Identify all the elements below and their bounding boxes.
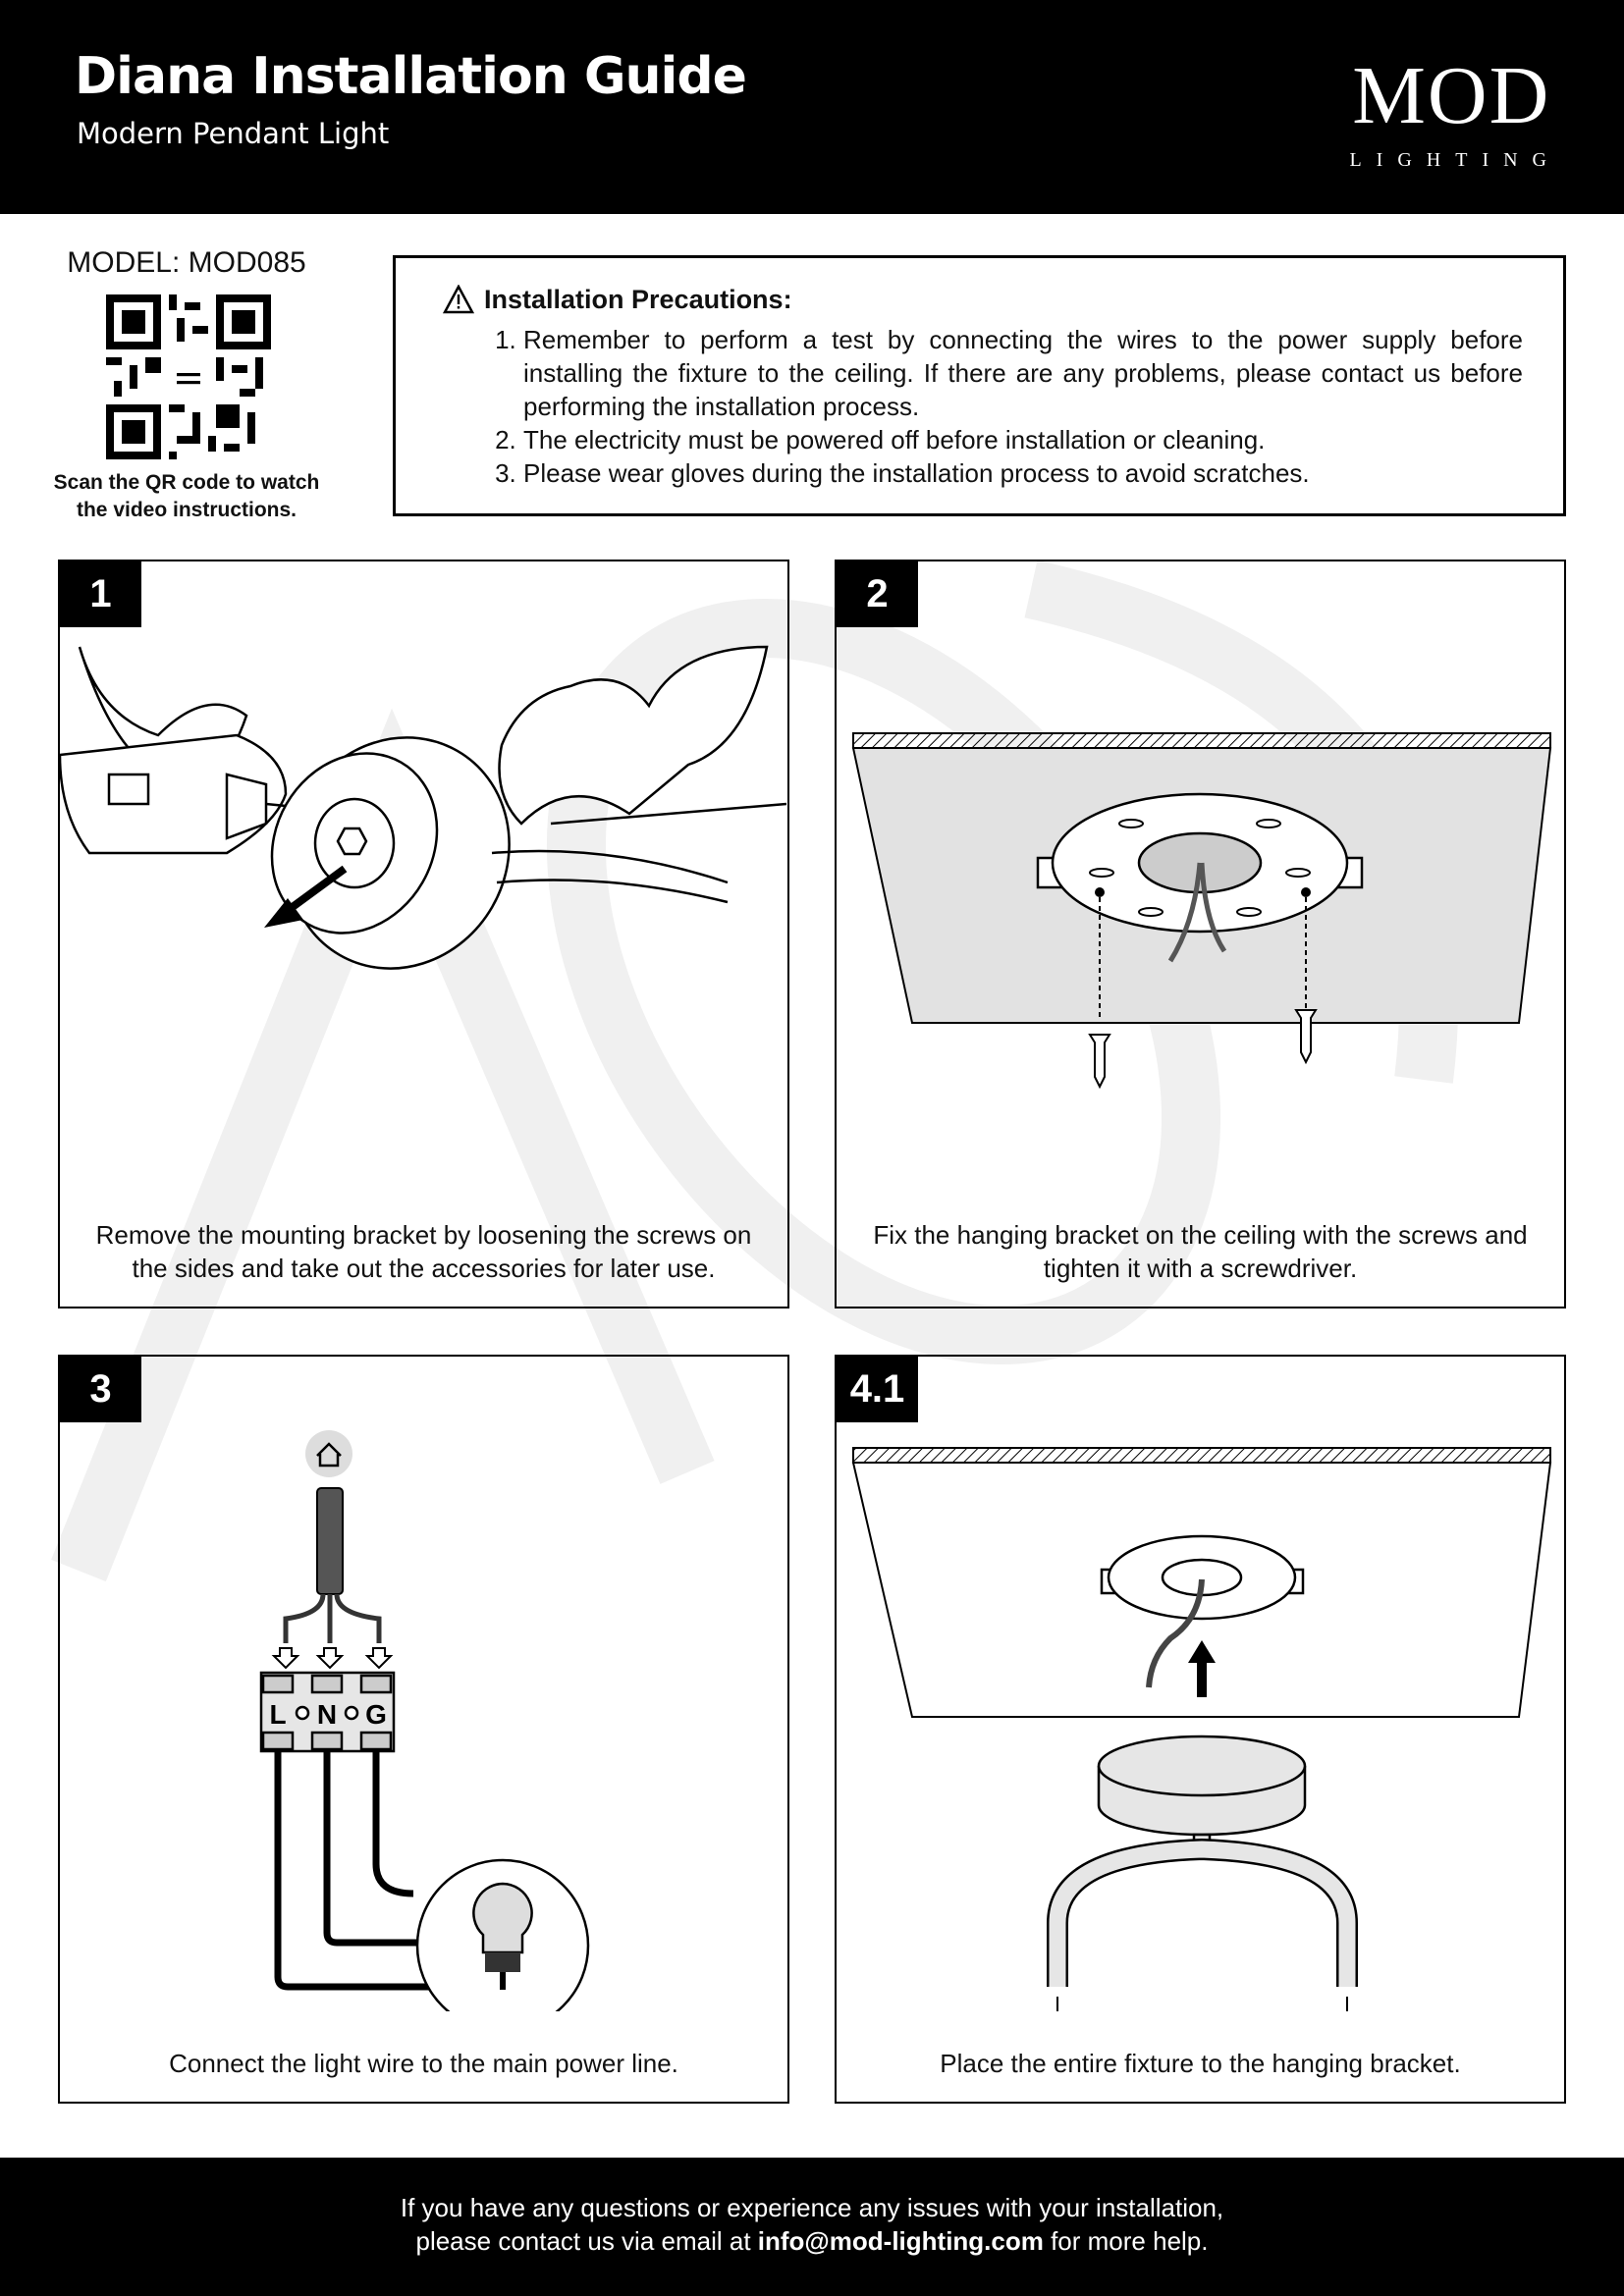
page-subtitle: Modern Pendant Light [77, 117, 390, 150]
page-title: Diana Installation Guide [75, 47, 747, 106]
step-number: 2 [837, 561, 918, 627]
light-bulb-icon [472, 1882, 533, 1990]
footer: If you have any questions or experience … [0, 2158, 1624, 2296]
warning-triangle-icon [443, 285, 474, 314]
precautions-heading: Installation Precautions: [443, 282, 792, 317]
terminal-label: G [365, 1699, 387, 1730]
model-number: MODEL: MOD085 [67, 246, 306, 279]
screw-icon [1088, 1009, 1318, 1090]
step-4-1-panel: 4.1 Place the entire fixture to the hang… [835, 1355, 1566, 2104]
precaution-item: Remember to perform a test by connecting… [523, 323, 1523, 423]
footer-text: please contact us via email at [415, 2226, 758, 2256]
arrow-up-icon [1188, 1640, 1216, 1697]
step-caption: Connect the light wire to the main power… [169, 2049, 678, 2078]
logo-main: MOD [1352, 50, 1551, 141]
step-2-panel: 2 Fix the hanging bracket on the ceiling… [835, 560, 1566, 1308]
footer-text: for more help. [1043, 2226, 1209, 2256]
logo-sub: LIGHTING [1349, 149, 1561, 171]
step-1-illustration [60, 645, 786, 970]
step-number: 3 [60, 1357, 141, 1422]
step-2-illustration [851, 732, 1552, 1090]
precautions-title: Installation Precautions: [484, 285, 792, 314]
arrow-icon [264, 865, 348, 928]
terminal-label: L [269, 1699, 286, 1730]
footer-line-1: If you have any questions or experience … [400, 2193, 1224, 2222]
precautions-list: Remember to perform a test by connecting… [492, 323, 1523, 490]
precaution-item: The electricity must be powered off befo… [523, 423, 1523, 456]
precaution-item: Please wear gloves during the installati… [523, 456, 1523, 490]
step-caption: Fix the hanging bracket on the ceiling w… [873, 1220, 1528, 1283]
step-3-illustration: L N G [259, 1430, 590, 2011]
step-caption: Remove the mounting bracket by loosening… [95, 1220, 752, 1283]
qr-center-logo [177, 373, 200, 385]
step-1-panel: 1 Remove the mounting bracket by looseni… [58, 560, 789, 1308]
step-number: 1 [60, 561, 141, 627]
footer-line-2: please contact us via email at info@mod-… [0, 2224, 1624, 2258]
house-icon [305, 1430, 352, 1477]
qr-caption: Scan the QR code to watch the video inst… [53, 471, 320, 521]
terminal-label: N [317, 1699, 337, 1730]
step-number: 4.1 [837, 1357, 918, 1422]
brand-logo: MOD LIGHTING [1341, 49, 1561, 173]
qr-code[interactable] [106, 294, 271, 459]
step-3-panel: 3 L N G Connect the light wire to the ma… [58, 1355, 789, 2104]
step-4-1-illustration [851, 1447, 1552, 2011]
header: Diana Installation Guide Modern Pendant … [0, 0, 1624, 214]
step-caption: Place the entire fixture to the hanging … [940, 2049, 1461, 2078]
contact-email-link[interactable]: info@mod-lighting.com [757, 2226, 1044, 2256]
precautions-box: Installation Precautions: Remember to pe… [393, 255, 1566, 516]
